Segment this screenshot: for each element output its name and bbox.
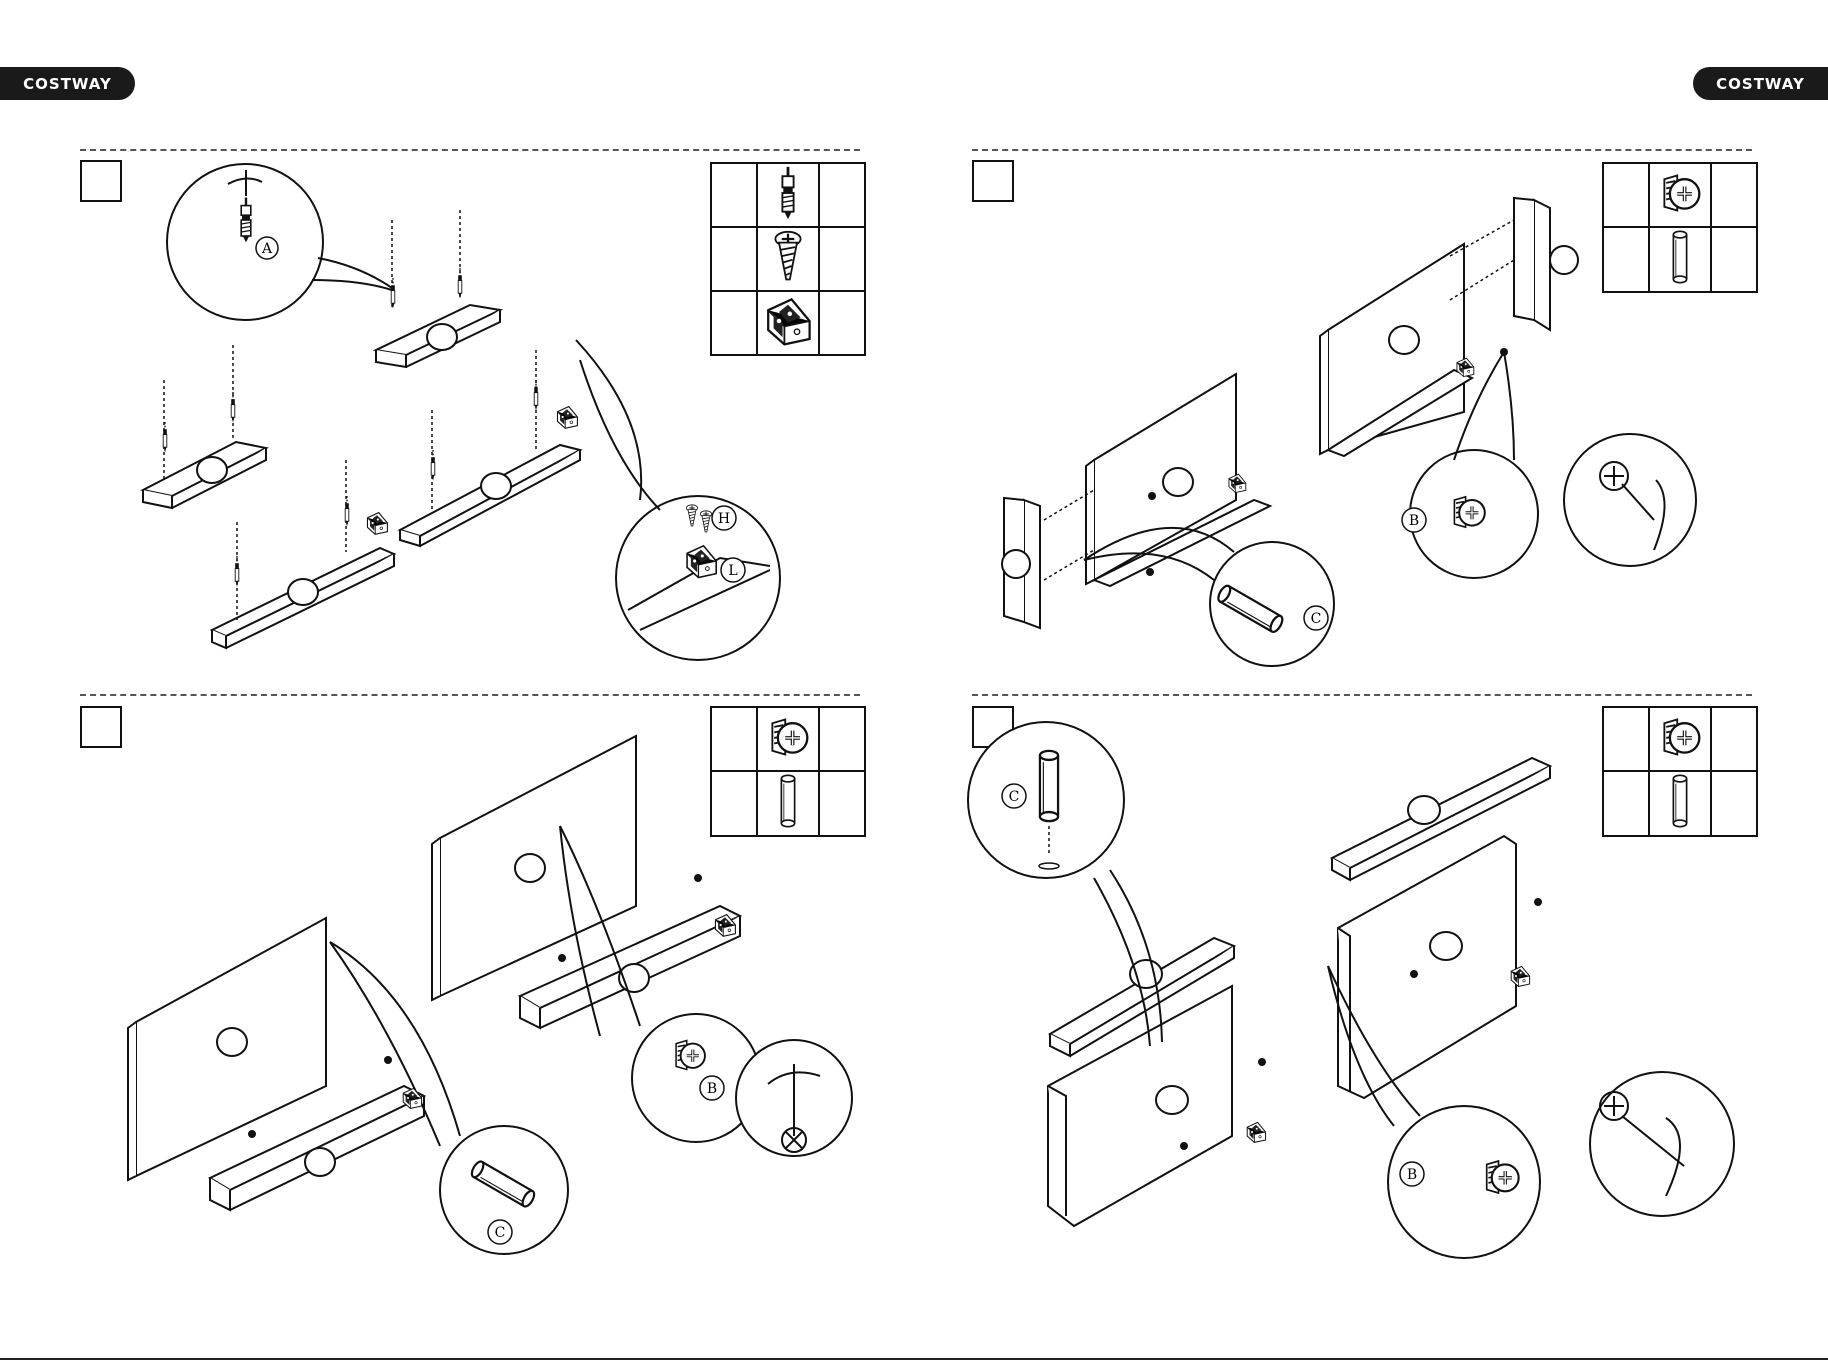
diagram-step-3: B C	[0, 706, 914, 1266]
callout-label-C: C	[1009, 789, 1020, 805]
brand-tab-left: COSTWAY	[0, 67, 135, 100]
callout-label-B: B	[1409, 513, 1419, 529]
divider-top-right	[972, 149, 1752, 151]
callout-label-C: C	[1311, 611, 1322, 627]
callout-label-A: A	[261, 241, 273, 257]
diagram-step-2: C B	[914, 160, 1828, 680]
footer-rule	[0, 1358, 1828, 1360]
callout-label-L: L	[728, 563, 737, 579]
diagram-step-4: C B	[914, 706, 1828, 1266]
callout-label-B: B	[707, 1081, 717, 1097]
callout-label-C: C	[495, 1225, 506, 1241]
divider-top-left	[80, 149, 860, 151]
callout-label-B: B	[1407, 1167, 1417, 1183]
divider-mid-right	[972, 694, 1752, 696]
brand-tab-right: COSTWAY	[1693, 67, 1828, 100]
callout-label-H: H	[718, 511, 730, 527]
divider-mid-left	[80, 694, 860, 696]
diagram-step-1: A H L	[0, 160, 914, 680]
